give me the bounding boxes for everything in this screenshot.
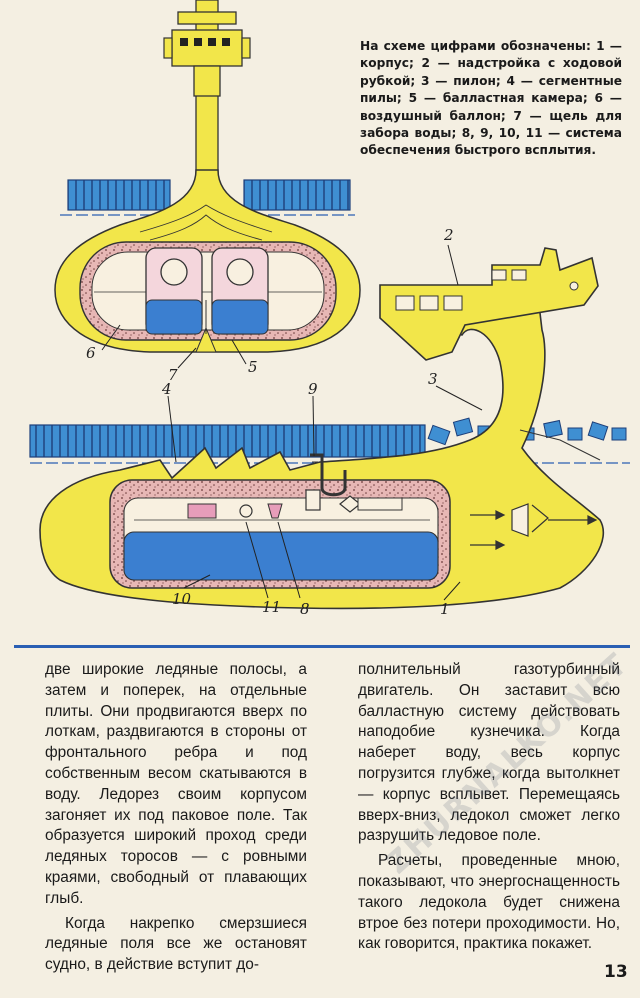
label-3: 3 — [428, 370, 438, 388]
label-11: 11 — [262, 598, 281, 616]
paragraph: Расчеты, проведенные мною, показывают, ч… — [358, 852, 620, 953]
label-5: 5 — [248, 358, 258, 376]
side-section: 2 3 4 9 10 11 8 1 — [29, 226, 630, 618]
label-8: 8 — [300, 600, 310, 618]
label-9: 9 — [308, 380, 318, 398]
cross-section: 6 7 5 — [54, 0, 361, 384]
paragraph: полнительный газотурбинный двигатель. Он… — [358, 661, 620, 845]
label-1: 1 — [440, 600, 450, 618]
label-2: 2 — [443, 226, 454, 244]
section-divider — [14, 645, 630, 648]
diagram-legend: На схеме цифрами обозначены: 1 — корпус;… — [360, 39, 622, 158]
text-column-right: полнительный газотурбинный двигатель. Он… — [358, 660, 620, 959]
label-6: 6 — [86, 344, 96, 362]
page-number: 13 — [604, 962, 628, 982]
label-4: 4 — [161, 380, 172, 398]
flow-arrows — [470, 510, 598, 550]
icebreaker-diagram: 6 7 5 — [29, 0, 630, 618]
label-10: 10 — [172, 590, 192, 608]
text-column-left: две широкие ледяные полосы, а затем и по… — [45, 660, 307, 980]
paragraph: Когда накрепко смерзшиеся ледяные поля в… — [45, 914, 307, 974]
label-7: 7 — [168, 366, 178, 384]
paragraph: две широкие ледяные полосы, а затем и по… — [45, 661, 307, 907]
